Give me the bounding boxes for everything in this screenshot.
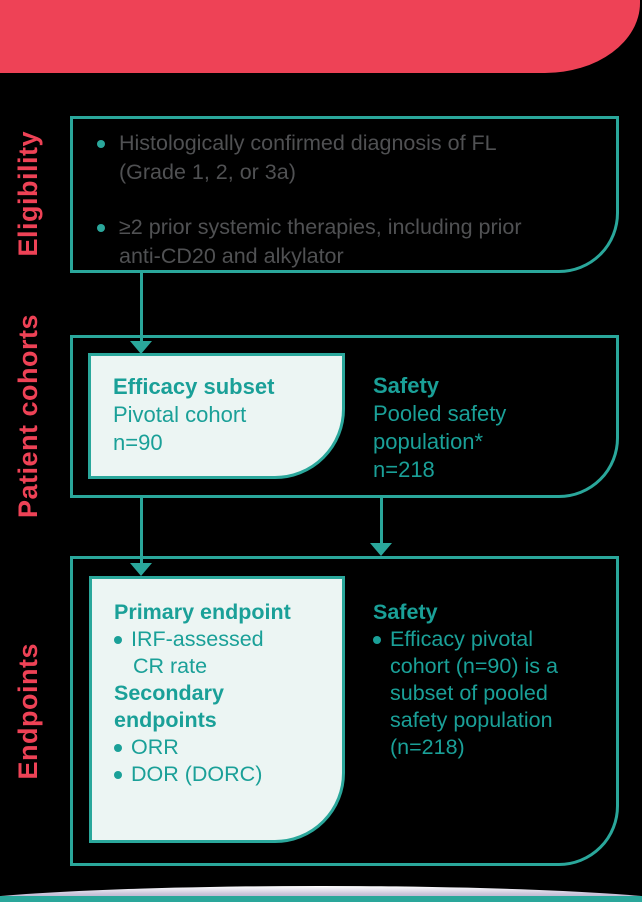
secondary-endpoint-bullet-2: DOR (DORC) xyxy=(114,761,334,788)
header-ribbon xyxy=(0,0,640,73)
endpoints-box xyxy=(70,556,619,866)
eligibility-bullet-2: ≥2 prior systemic therapies, including p… xyxy=(93,213,598,271)
eligibility-bullet-2-line-2: anti-CD20 and alkylator xyxy=(119,244,344,268)
eligibility-bullet-1-line-1: Histologically confirmed diagnosis of FL xyxy=(119,131,497,155)
primary-endpoint-bullet-line-2: CR rate xyxy=(133,654,208,678)
endpoints-safety-line-2: cohort (n=90) is a xyxy=(390,654,558,678)
endpoints-safety-bullet: Efficacy pivotal xyxy=(373,626,613,653)
secondary-endpoint-bullet-1: ORR xyxy=(114,734,334,761)
endpoints-safety-line-3: subset of pooled xyxy=(390,681,548,705)
bullet-icon xyxy=(114,636,122,644)
cohorts-label: Patient cohorts xyxy=(12,313,43,519)
arrow-efficacy-to-endpoints-head xyxy=(130,563,152,576)
endpoints-safety-line-1: Efficacy pivotal xyxy=(390,627,534,651)
efficacy-subset-line-1: Pivotal cohort xyxy=(113,402,247,427)
cohorts-safety-title: Safety xyxy=(373,373,440,398)
endpoints-label-wrap: Endpoints xyxy=(6,561,50,861)
primary-endpoint-bullet: IRF-assessed xyxy=(114,626,334,653)
arrow-efficacy-to-endpoints-line xyxy=(140,498,143,563)
endpoints-panel: Primary endpoint IRF-assessed CR rate Se… xyxy=(89,576,345,843)
endpoints-safety-title: Safety xyxy=(373,600,438,624)
bullet-icon xyxy=(97,224,105,232)
secondary-endpoint-bullet-2-text: DOR (DORC) xyxy=(131,762,263,786)
bottom-teal-band xyxy=(0,896,642,902)
efficacy-subset-line-2: n=90 xyxy=(113,430,163,455)
bullet-icon xyxy=(97,140,105,148)
efficacy-subset-panel: Efficacy subset Pivotal cohort n=90 xyxy=(88,353,345,479)
cohorts-label-wrap: Patient cohorts xyxy=(6,266,50,566)
eligibility-bullet-2-line-1: ≥2 prior systemic therapies, including p… xyxy=(119,215,522,239)
secondary-endpoints-title-line-2: endpoints xyxy=(114,708,217,732)
cohorts-safety-line-2: population* xyxy=(373,429,484,454)
endpoints-label: Endpoints xyxy=(12,642,43,780)
arrow-eligibility-to-cohorts-head xyxy=(130,341,152,354)
efficacy-subset-title: Efficacy subset xyxy=(113,374,275,399)
cohorts-safety-line-1: Pooled safety xyxy=(373,401,507,426)
arrow-safety-to-endpoints-head xyxy=(370,543,392,556)
bullet-icon xyxy=(114,744,122,752)
bullet-icon xyxy=(114,771,122,779)
arrow-eligibility-to-cohorts-line xyxy=(140,273,143,341)
eligibility-label: Eligibility xyxy=(12,131,43,257)
eligibility-box: Histologically confirmed diagnosis of FL… xyxy=(70,116,619,273)
primary-endpoint-title: Primary endpoint xyxy=(114,600,291,624)
endpoints-safety-line-4: safety population xyxy=(390,708,553,732)
endpoints-safety-column: Safety Efficacy pivotal cohort (n=90) is… xyxy=(373,599,613,761)
arrow-safety-to-endpoints-line xyxy=(380,498,383,543)
endpoints-safety-line-5: (n=218) xyxy=(390,735,465,759)
secondary-endpoint-bullet-1-text: ORR xyxy=(131,735,179,759)
cohorts-safety-column: Safety Pooled safety population* n=218 xyxy=(373,372,608,484)
primary-endpoint-bullet-line-1: IRF-assessed xyxy=(131,627,264,651)
cohorts-safety-line-3: n=218 xyxy=(373,457,435,482)
eligibility-bullet-1: Histologically confirmed diagnosis of FL… xyxy=(93,129,598,187)
secondary-endpoints-title-line-1: Secondary xyxy=(114,681,224,705)
eligibility-bullet-1-line-2: (Grade 1, 2, or 3a) xyxy=(119,160,296,184)
bullet-icon xyxy=(373,636,381,644)
cohorts-box xyxy=(70,335,619,498)
